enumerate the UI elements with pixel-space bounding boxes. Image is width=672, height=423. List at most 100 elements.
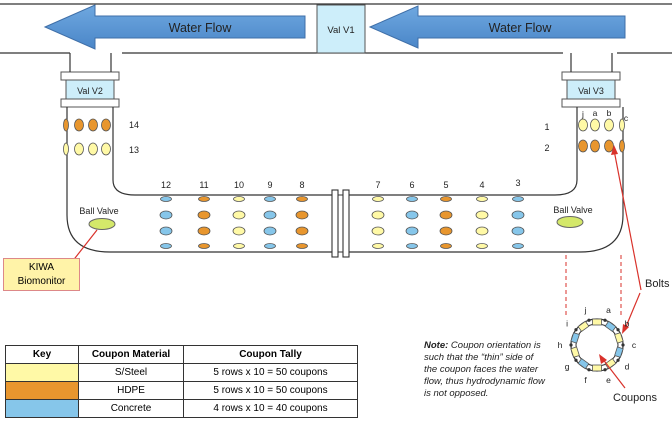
key-tally-hdpe: 5 rows x 10 = 50 coupons: [183, 381, 358, 400]
svg-text:Ball Valve: Ball Valve: [553, 205, 592, 215]
coupon: [590, 118, 600, 132]
coupon: [295, 210, 309, 220]
row-label-11: 11: [199, 180, 208, 190]
ring-bolt: [569, 343, 573, 347]
pipe-flange: [331, 189, 350, 258]
key-header-row: Key Coupon Material Coupon Tally: [5, 345, 358, 364]
coupon: [198, 196, 210, 202]
ring-letter-g: g: [565, 362, 570, 372]
key-material-hdpe: HDPE: [78, 381, 184, 400]
ring-bolt: [616, 328, 620, 332]
coupon: [590, 139, 600, 153]
key-material-steel: S/Steel: [78, 363, 184, 382]
ring-coupon: [604, 320, 617, 333]
ring-bolt: [616, 358, 620, 362]
row-label-13: 13: [129, 145, 139, 155]
water-flow-label-left: Water Flow: [169, 21, 233, 35]
coupon: [439, 226, 453, 236]
water-flow-arrow-left: Water Flow: [43, 4, 306, 50]
coupon: [619, 139, 625, 153]
coupon: [406, 196, 418, 202]
valve-v1: Val V1: [316, 4, 366, 54]
ring-coupon: [614, 332, 624, 344]
note-bold: Note:: [424, 340, 449, 351]
coupon: [405, 210, 419, 220]
ring-coupon: [592, 318, 602, 326]
coupon: [511, 210, 525, 220]
coupon: [264, 196, 276, 202]
coupon: [296, 243, 308, 249]
ring-letter-j: j: [584, 305, 587, 315]
coupon: [101, 142, 111, 156]
coupon: [295, 226, 309, 236]
coupon: [232, 210, 246, 220]
key-swatch-hdpe: [5, 381, 79, 400]
orientation-note: Note: Coupon orientation is such that th…: [424, 340, 549, 400]
coupon: [604, 139, 614, 153]
coupon-key-table: Key Coupon Material Coupon Tally S/Steel…: [5, 345, 358, 418]
ring-coupon: [614, 346, 624, 358]
ball-valve-right: Ball Valve: [553, 205, 593, 228]
ring-letter-d: d: [625, 362, 630, 372]
row-label-8: 8: [299, 180, 304, 190]
key-header-material: Coupon Material: [78, 345, 184, 364]
kiwa-label: KIWA: [28, 262, 55, 273]
coupon: [232, 226, 246, 236]
coupon: [88, 118, 98, 132]
coupon: [578, 118, 588, 132]
svg-text:Ball Valve: Ball Valve: [79, 206, 118, 216]
kiwa-biomonitor-box: KIWA Biomonitor: [3, 258, 80, 291]
coupon: [439, 210, 453, 220]
coupon: [63, 142, 69, 156]
row-label-10: 10: [234, 180, 244, 190]
ring-letter-c: c: [632, 340, 637, 350]
ring-coupon: [592, 364, 602, 372]
coupon: [263, 226, 277, 236]
coupon: [233, 196, 245, 202]
svg-text:Val V3: Val V3: [578, 86, 604, 96]
note-text: Coupon orientation is such that the “thi…: [424, 340, 545, 399]
coupon: [198, 243, 210, 249]
ring-bolt: [587, 368, 591, 372]
row-label-4: 4: [479, 180, 484, 190]
coupon: [296, 196, 308, 202]
coupon: [512, 243, 524, 249]
ring-letter-a: a: [606, 305, 611, 315]
row-number-labels: 12 11 10 9 8 7 6 5 4 3 14 13 1 2: [129, 120, 550, 190]
key-row-concrete: Concrete 4 rows x 10 = 40 coupons: [5, 399, 358, 418]
coupon: [476, 196, 488, 202]
ring-bolt: [603, 368, 607, 372]
coupon: [475, 226, 489, 236]
water-flow-arrow-right: Water Flow: [368, 5, 626, 49]
key-row-hdpe: HDPE 5 rows x 10 = 50 coupons: [5, 381, 358, 400]
coupon: [512, 196, 524, 202]
ring-letter-i: i: [566, 318, 568, 328]
coupon: [159, 226, 173, 236]
row-label-7: 7: [375, 180, 380, 190]
row-label-9: 9: [267, 180, 272, 190]
coupon: [197, 226, 211, 236]
key-row-steel: S/Steel 5 rows x 10 = 50 coupons: [5, 363, 358, 382]
valve-v3: Val V3: [561, 71, 621, 108]
ring-bolt: [603, 318, 607, 322]
valve-stubs: [69, 53, 613, 72]
svg-text:c: c: [624, 113, 629, 123]
ring-letter-f: f: [584, 375, 587, 385]
projection-lines: [565, 255, 622, 318]
coupon: [63, 118, 69, 132]
ring-letter-b: b: [625, 318, 630, 328]
coupon-array: [63, 118, 625, 249]
bolts-label: Bolts: [645, 278, 670, 290]
coupon: [372, 243, 384, 249]
row-label-1: 1: [544, 122, 549, 132]
coupon-position-letters: j a b c: [581, 108, 629, 123]
bolts-callout: Bolts: [611, 145, 670, 334]
coupon: [263, 210, 277, 220]
key-tally-concrete: 4 rows x 10 = 40 coupons: [183, 399, 358, 418]
svg-text:Val V2: Val V2: [77, 86, 103, 96]
coupon: [440, 243, 452, 249]
coupon: [197, 210, 211, 220]
coupon: [160, 243, 172, 249]
ring-bolt: [574, 358, 578, 362]
coupons-callout: Coupons: [599, 354, 658, 404]
